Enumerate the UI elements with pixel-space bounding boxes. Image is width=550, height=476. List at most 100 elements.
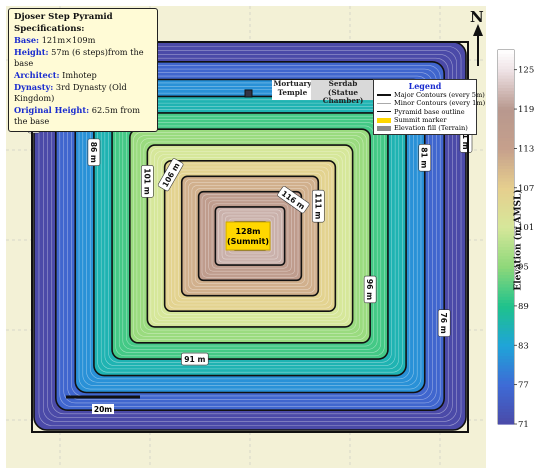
colorbar-segment [498,420,514,425]
colorbar-segment [498,174,514,179]
colorbar-segment [498,149,514,154]
colorbar-segment [498,330,514,335]
spec-key: Dynasty: [14,81,54,92]
serdab-label: Serdab (Statue Chamber) [311,79,375,105]
colorbar-segment [498,56,514,60]
minor-contour [221,212,279,260]
colorbar-segment [498,293,514,297]
colorbar-segment [498,208,514,213]
summit-caption: (Summit) [227,237,269,246]
colorbar-tick-label: 95 [518,263,529,273]
colorbar-segment [498,367,514,372]
legend-swatch [377,117,391,123]
colorbar-segment [498,237,514,241]
legend-swatch [377,111,391,113]
colorbar-segment [498,190,514,194]
legend-item: Elevation fill (Terrain) [377,124,473,132]
spec-value: 57m (6 steps)from the base [14,46,144,69]
colorbar-segment [498,233,514,238]
colorbar-tick-label: 107 [518,184,534,194]
colorbar-segment [498,352,514,357]
pyramid-base-outline [31,41,469,433]
minor-contour [160,157,340,315]
spec-row-architect: Architect: Imhotep [14,70,153,82]
minor-contour [104,106,396,366]
colorbar-segment [498,112,514,117]
colorbar-label: Elevation (m AMSL) [514,189,524,291]
colorbar-segment [498,53,514,57]
colorbar-segment [498,386,514,391]
colorbar-segment [498,212,514,216]
scale-bar-label: 20m [94,405,112,414]
colorbar-segment [498,106,514,110]
scale-bar-label-bg [92,404,114,414]
legend-swatch [377,94,391,97]
minor-contour [194,188,306,284]
colorbar-segment [498,258,514,263]
legend-item: Summit marker [377,116,473,124]
colorbar-segment [498,162,514,166]
specifications-box: Djoser Step Pyramid Specifications: Base… [8,8,158,132]
minor-contour [59,65,441,407]
minor-contour [178,172,322,300]
colorbar-segment [498,268,514,272]
minor-contour [82,86,418,386]
colorbar-segment [498,155,514,160]
minor-contour [43,50,457,422]
spec-key: Architect: [14,69,60,80]
legend: Legend Major Contours (every 5m)Minor Co… [373,79,485,136]
colorbar-segment [498,87,514,92]
minor-contour [188,182,312,290]
legend-swatch [377,125,391,131]
minor-contour [47,54,453,418]
colorbar-tick-label: 89 [518,302,529,312]
spec-value: Imhotep [62,69,97,80]
colorbar-segment [498,96,514,101]
colorbar-segment [498,68,514,73]
major-contour-81 [74,78,426,394]
colorbar-tick-label: 125 [518,66,534,76]
colorbar-segment [498,399,514,403]
minor-contour [100,102,400,370]
north-arrow-icon [473,24,483,66]
colorbar-segment [498,152,514,157]
minor-contour [157,154,343,318]
colorbar-segment [498,240,514,244]
minor-contour [140,138,360,334]
colorbar-tick-label: 83 [518,341,529,351]
colorbar-segment [498,321,514,325]
spec-key: Height: [14,46,49,57]
minor-contour [136,135,364,337]
contour-label: 91 m [181,352,209,366]
legend-title: Legend [408,81,442,91]
minor-contour [174,169,326,303]
spec-value: 3rd Dynasty (Old Kingdom) [14,81,127,104]
spec-row-original-height: Original Height: 62.5m from the base [14,105,153,128]
svg-text:86 m: 86 m [89,142,98,163]
colorbar-tick-label: 119 [518,105,534,115]
contour-label: 76 m [437,309,451,337]
colorbar-segment [498,102,514,107]
minor-contour [97,99,403,373]
minor-contour [118,119,382,353]
legend-label: Pyramid base outline [394,107,465,116]
spec-key: Original Height: [14,104,90,115]
minor-contour [115,115,385,357]
colorbar-segment [498,202,514,207]
minor-contour [143,141,357,331]
colorbar-segment [498,327,514,332]
colorbar-segment [498,243,514,247]
colorbar-segment [498,358,514,363]
serdab-marker [244,89,253,98]
colorbar-segment [498,215,514,219]
colorbar-segment [498,115,514,120]
colorbar-segment [498,364,514,369]
colorbar-segment [498,137,514,141]
minor-contour [218,209,282,263]
minor-contour [201,194,299,278]
colorbar-segment [498,277,514,282]
colorbar-segment [498,324,514,328]
legend-label: Major Contours (every 5m) [394,91,485,100]
colorbar-segment [498,81,514,85]
